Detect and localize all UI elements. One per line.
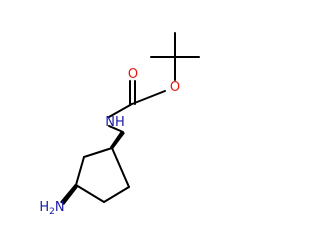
- atom-o-carbonyl: O: [128, 67, 138, 82]
- bond-ring-2-3: [75, 156, 85, 186]
- wedge-bond-ring-nh2: [60, 184, 78, 205]
- atom-nh: NH: [105, 115, 125, 130]
- atom-o-ester: O: [170, 80, 180, 95]
- structure-svg: O O NH H2N: [39, 32, 200, 217]
- bond-ring-1-2: [83, 147, 113, 158]
- bond-ring-3-4: [75, 184, 105, 203]
- bond-nh-ch2: [108, 125, 124, 133]
- wedge-bond-ch2-ring: [110, 131, 125, 149]
- atom-nh2: H2N: [39, 200, 64, 217]
- bond-o-carbonyl-c: [131, 90, 166, 105]
- bond-ring-4-5: [103, 186, 130, 203]
- bond-c-nh: [108, 103, 133, 118]
- bond-ring-5-1: [111, 147, 130, 188]
- molecule-diagram: O O NH H2N: [39, 32, 200, 217]
